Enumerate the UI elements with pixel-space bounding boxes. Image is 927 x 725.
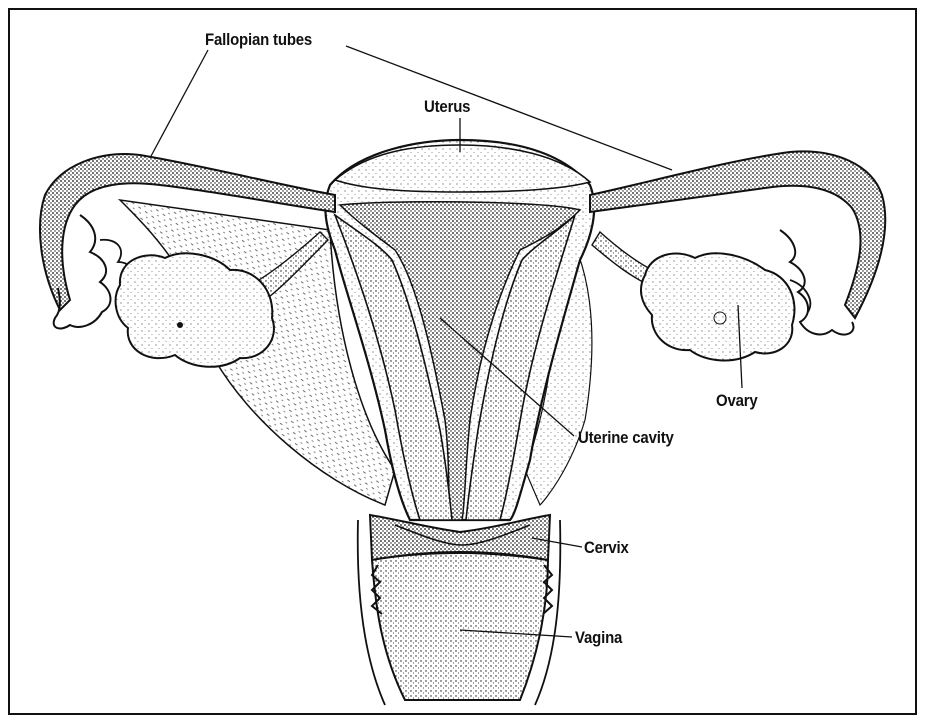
vagina bbox=[372, 553, 548, 700]
label-vagina: Vagina bbox=[575, 628, 622, 648]
label-uterus: Uterus bbox=[424, 97, 470, 117]
label-ovary: Ovary bbox=[716, 391, 758, 411]
leader-fallopian-left bbox=[150, 50, 208, 158]
label-uterine-cavity: Uterine cavity bbox=[578, 428, 674, 448]
label-fallopian-tubes: Fallopian tubes bbox=[205, 30, 312, 50]
ovary-right bbox=[641, 253, 795, 360]
label-cervix: Cervix bbox=[584, 538, 629, 558]
uterus-fundus bbox=[335, 145, 590, 192]
